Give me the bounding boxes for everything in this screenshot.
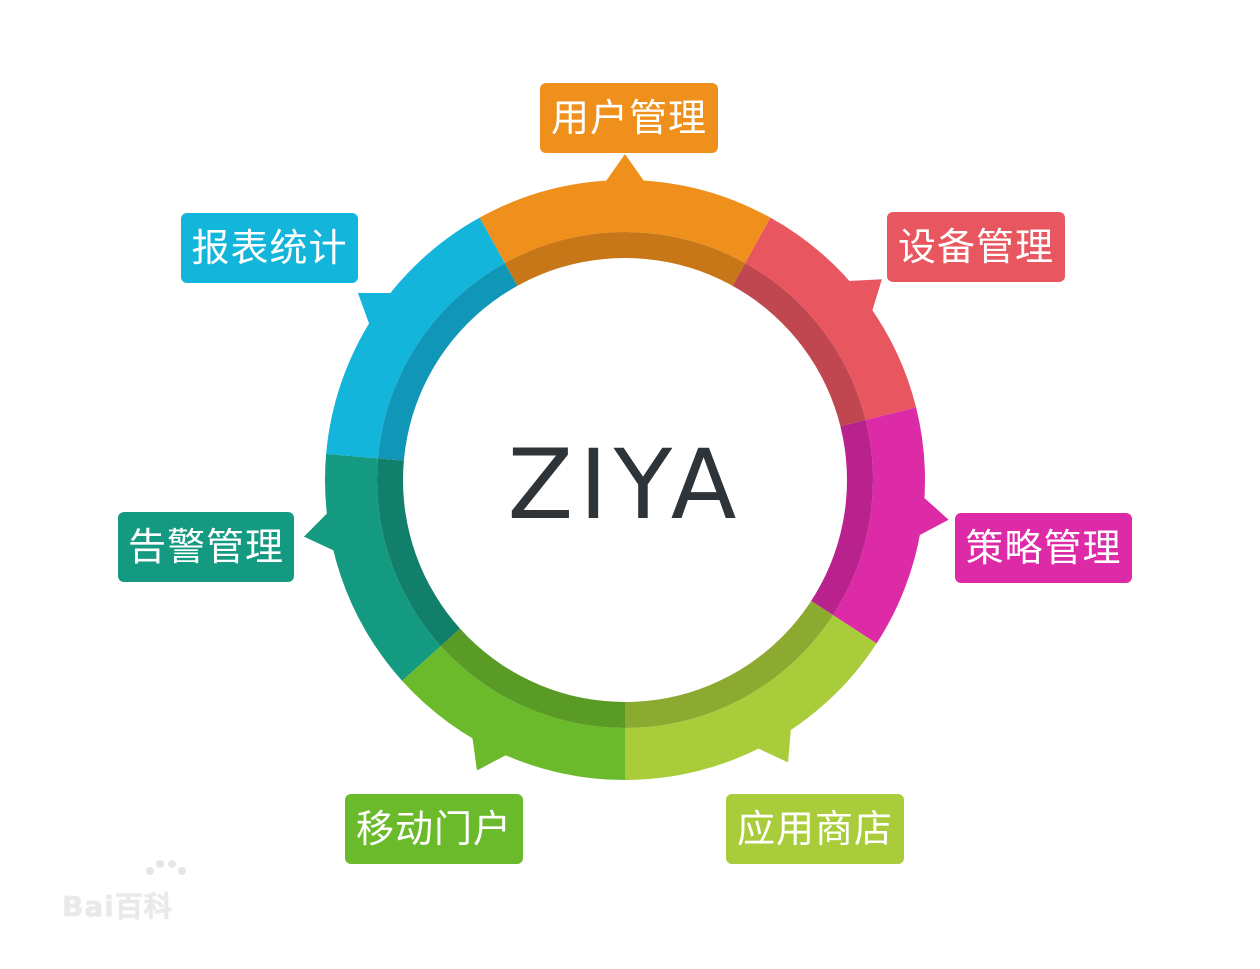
pointer-alarm-management — [303, 508, 341, 554]
segment-policy-management — [832, 407, 926, 644]
pointer-device-management — [841, 279, 882, 318]
label-mobile-portal[interactable]: 移动门户 — [345, 794, 523, 864]
label-app-store[interactable]: 应用商店 — [726, 794, 904, 864]
segment-user-management — [479, 180, 771, 264]
segment-app-store — [625, 615, 877, 780]
label-policy-management[interactable]: 策略管理 — [955, 513, 1132, 583]
paw-icon — [146, 860, 186, 875]
segment-mobile-portal — [402, 645, 625, 781]
label-report-statistics[interactable]: 报表统计 — [181, 213, 358, 283]
pointer-user-management — [601, 154, 649, 187]
baidu-watermark: Bai百科 — [62, 855, 262, 925]
segment-alarm-management — [325, 453, 441, 681]
segment-device-management — [745, 217, 917, 421]
center-circle — [403, 258, 847, 702]
label-user-management[interactable]: 用户管理 — [540, 83, 718, 153]
label-device-management[interactable]: 设备管理 — [887, 212, 1065, 282]
segment-report-statistics — [326, 217, 505, 459]
pointer-mobile-portal — [471, 730, 513, 771]
watermark-text: Bai百科 — [62, 890, 173, 923]
pointer-policy-management — [913, 492, 949, 539]
label-alarm-management[interactable]: 告警管理 — [118, 512, 294, 582]
center-title: ZIYA — [507, 429, 743, 541]
pointer-app-store — [751, 722, 792, 763]
pointer-report-statistics — [357, 292, 399, 331]
